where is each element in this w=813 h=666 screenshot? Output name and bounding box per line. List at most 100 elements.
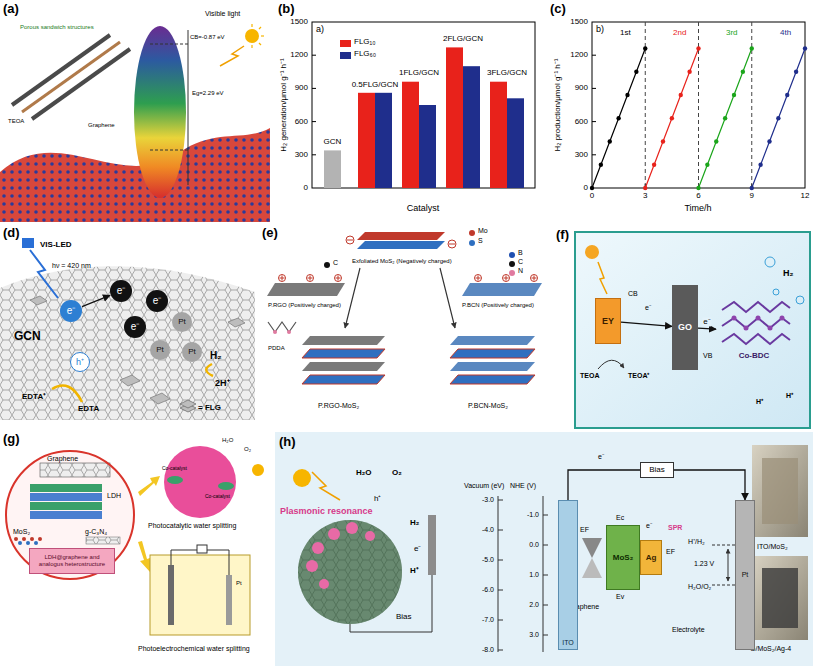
panel-d-art — [150, 393, 170, 404]
node-text: e⁻ — [67, 305, 76, 317]
label-text: H⁺ — [786, 392, 793, 400]
data-point — [599, 163, 603, 167]
panel-d-art — [206, 364, 213, 376]
label-text: 300 — [295, 150, 308, 159]
panel-a-art — [252, 24, 264, 48]
label-text: 3rd — [726, 28, 738, 37]
edge-label: e⁻ — [702, 317, 711, 326]
label-text: Exfoliated MoS₂ (Negatively charged) — [352, 258, 452, 265]
hole-circle: h⁺ — [70, 352, 90, 372]
connector — [82, 295, 110, 306]
panel-h-art — [298, 520, 402, 624]
label-text: 3FLG/GCN — [487, 68, 527, 77]
panel-h-art — [752, 556, 808, 640]
electron-circle: e⁻ — [146, 290, 168, 312]
data-point — [590, 186, 594, 190]
bar-chart-b — [324, 150, 341, 188]
panel-h-art — [498, 620, 503, 621]
panel-letter: (f) — [556, 228, 569, 243]
legend-text: N — [518, 267, 523, 275]
label-text: EDTA — [78, 404, 99, 413]
panel-e-art — [267, 283, 345, 296]
panel-h-art — [752, 445, 808, 537]
panel-f-art — [732, 316, 785, 331]
data-point — [661, 139, 665, 143]
panel-g-art — [30, 537, 34, 541]
label-text: SPR — [668, 524, 682, 532]
label-text: Eg=2.29 eV — [192, 90, 224, 97]
line-chart-c — [592, 88, 596, 89]
panel-e-art — [450, 336, 535, 345]
bar-chart-b — [419, 105, 436, 188]
label-text: h⁺ — [374, 494, 381, 503]
panel-g-art — [5, 450, 135, 580]
panel-h-art — [543, 496, 544, 652]
panel-e-art — [302, 362, 385, 371]
panel-e-art — [280, 276, 537, 281]
label-text: GCN — [324, 137, 342, 146]
panel-h-art — [712, 585, 735, 586]
label-text: Co-catalyst — [162, 466, 187, 472]
label-text: e⁻ — [645, 304, 651, 312]
bar-chart-b — [312, 55, 316, 56]
data-point — [670, 116, 674, 120]
node-text: g-C₃N₄ — [85, 528, 107, 536]
panel-h-art — [312, 542, 324, 554]
panel-h-art — [498, 590, 503, 591]
label-text: H₂O/O₂ — [688, 583, 711, 591]
data-point — [625, 93, 629, 97]
panel-h-art — [498, 650, 503, 651]
legend-swatch — [340, 52, 351, 59]
data-point — [785, 93, 789, 97]
node-text: Co-BDC — [739, 351, 770, 360]
line-chart-c — [592, 22, 805, 188]
panel-a-art — [0, 128, 270, 222]
bar-chart-b — [375, 93, 392, 188]
panel-e-art — [345, 268, 360, 328]
panel-f-art — [598, 262, 607, 294]
panel-g-art — [34, 541, 38, 545]
node-text: e⁻ — [117, 285, 126, 297]
connector — [621, 322, 672, 326]
panel-e-art — [287, 330, 291, 334]
panel-e-art — [347, 240, 353, 241]
panel-g-art — [30, 502, 102, 510]
label-text: Time/h — [684, 203, 711, 213]
panel-g-art — [167, 476, 183, 484]
data-point — [732, 93, 736, 97]
legend-swatch — [324, 262, 330, 268]
line-chart-c — [592, 55, 752, 188]
label-text: 900 — [295, 84, 308, 93]
label-text: Co-catalyst — [205, 494, 230, 500]
panel-e-art — [357, 232, 445, 240]
node-text: LDH — [107, 492, 121, 500]
panel-h-art — [543, 515, 548, 516]
label-text: 1200 — [570, 51, 588, 60]
bar-chart-b — [312, 88, 316, 89]
label-text: EDTA⁺ — [22, 392, 46, 401]
legend-swatch — [509, 270, 515, 276]
label-text: H₂ generation/μmol g⁻¹ h⁻¹ — [279, 58, 288, 151]
panel-g-art — [86, 537, 120, 544]
data-point — [643, 186, 647, 190]
label-text: Visible light — [205, 10, 240, 18]
panel-g-art — [40, 463, 110, 477]
panel-g-art — [14, 537, 42, 541]
panel-g-art — [252, 464, 264, 476]
line-chart-c — [590, 22, 807, 190]
material-circle: GrapheneLDHMoS₂g-C₃N₄LDH@graphene and an… — [5, 450, 135, 580]
data-point — [767, 139, 771, 143]
panel-g-art — [218, 482, 234, 490]
panel-h-art — [319, 579, 329, 589]
panel-g-art — [14, 537, 18, 541]
panel-d-art — [180, 400, 196, 408]
panel-h-art — [306, 522, 375, 589]
node-text: Pt — [156, 345, 164, 354]
panel-g-art — [138, 541, 150, 572]
panel-h-art — [365, 531, 375, 541]
panel-a-art — [261, 35, 264, 36]
bar-chart-b — [312, 121, 316, 122]
panel-h-art — [350, 575, 432, 632]
label-text: O₂ — [244, 446, 251, 453]
